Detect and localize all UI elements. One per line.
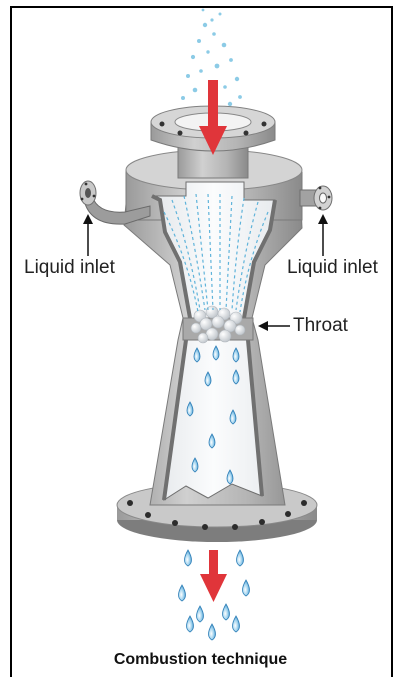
liquid-inlet-right-label: Liquid inlet [287,257,378,279]
right-liquid-inlet [300,186,332,210]
liquid-inlet-left-label: Liquid inlet [24,257,115,279]
gas-flow-arrow-bottom [200,550,227,602]
throat-label: Throat [293,315,348,337]
figure-caption: Combustion technique [0,651,401,669]
